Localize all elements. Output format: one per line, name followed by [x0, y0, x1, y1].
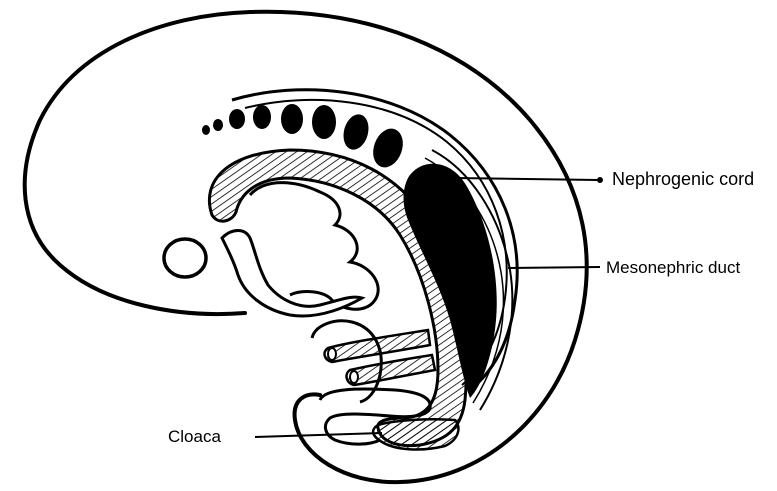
label-cloaca: Cloaca: [168, 428, 221, 445]
somite: [281, 104, 303, 134]
somite: [229, 109, 245, 129]
somite: [340, 112, 372, 153]
leader-nephrogenic-dot: [597, 177, 603, 183]
leader-nephrogenic-cord: [455, 178, 598, 180]
label-mesonephric-duct: Mesonephric duct: [606, 259, 740, 276]
hatched-tube-2: [347, 355, 435, 385]
label-nephrogenic-cord: Nephrogenic cord: [612, 170, 754, 188]
somite: [312, 105, 336, 139]
tube-opening-2: [350, 371, 358, 383]
leader-mesonephric-duct: [508, 267, 600, 268]
cloaca: [373, 419, 458, 449]
somite: [202, 125, 210, 135]
somite: [253, 105, 271, 129]
somite: [368, 124, 408, 171]
leader-cloaca: [255, 433, 382, 437]
tube-opening-1: [328, 348, 336, 360]
somite: [213, 119, 223, 131]
eye-outline: [164, 239, 206, 277]
